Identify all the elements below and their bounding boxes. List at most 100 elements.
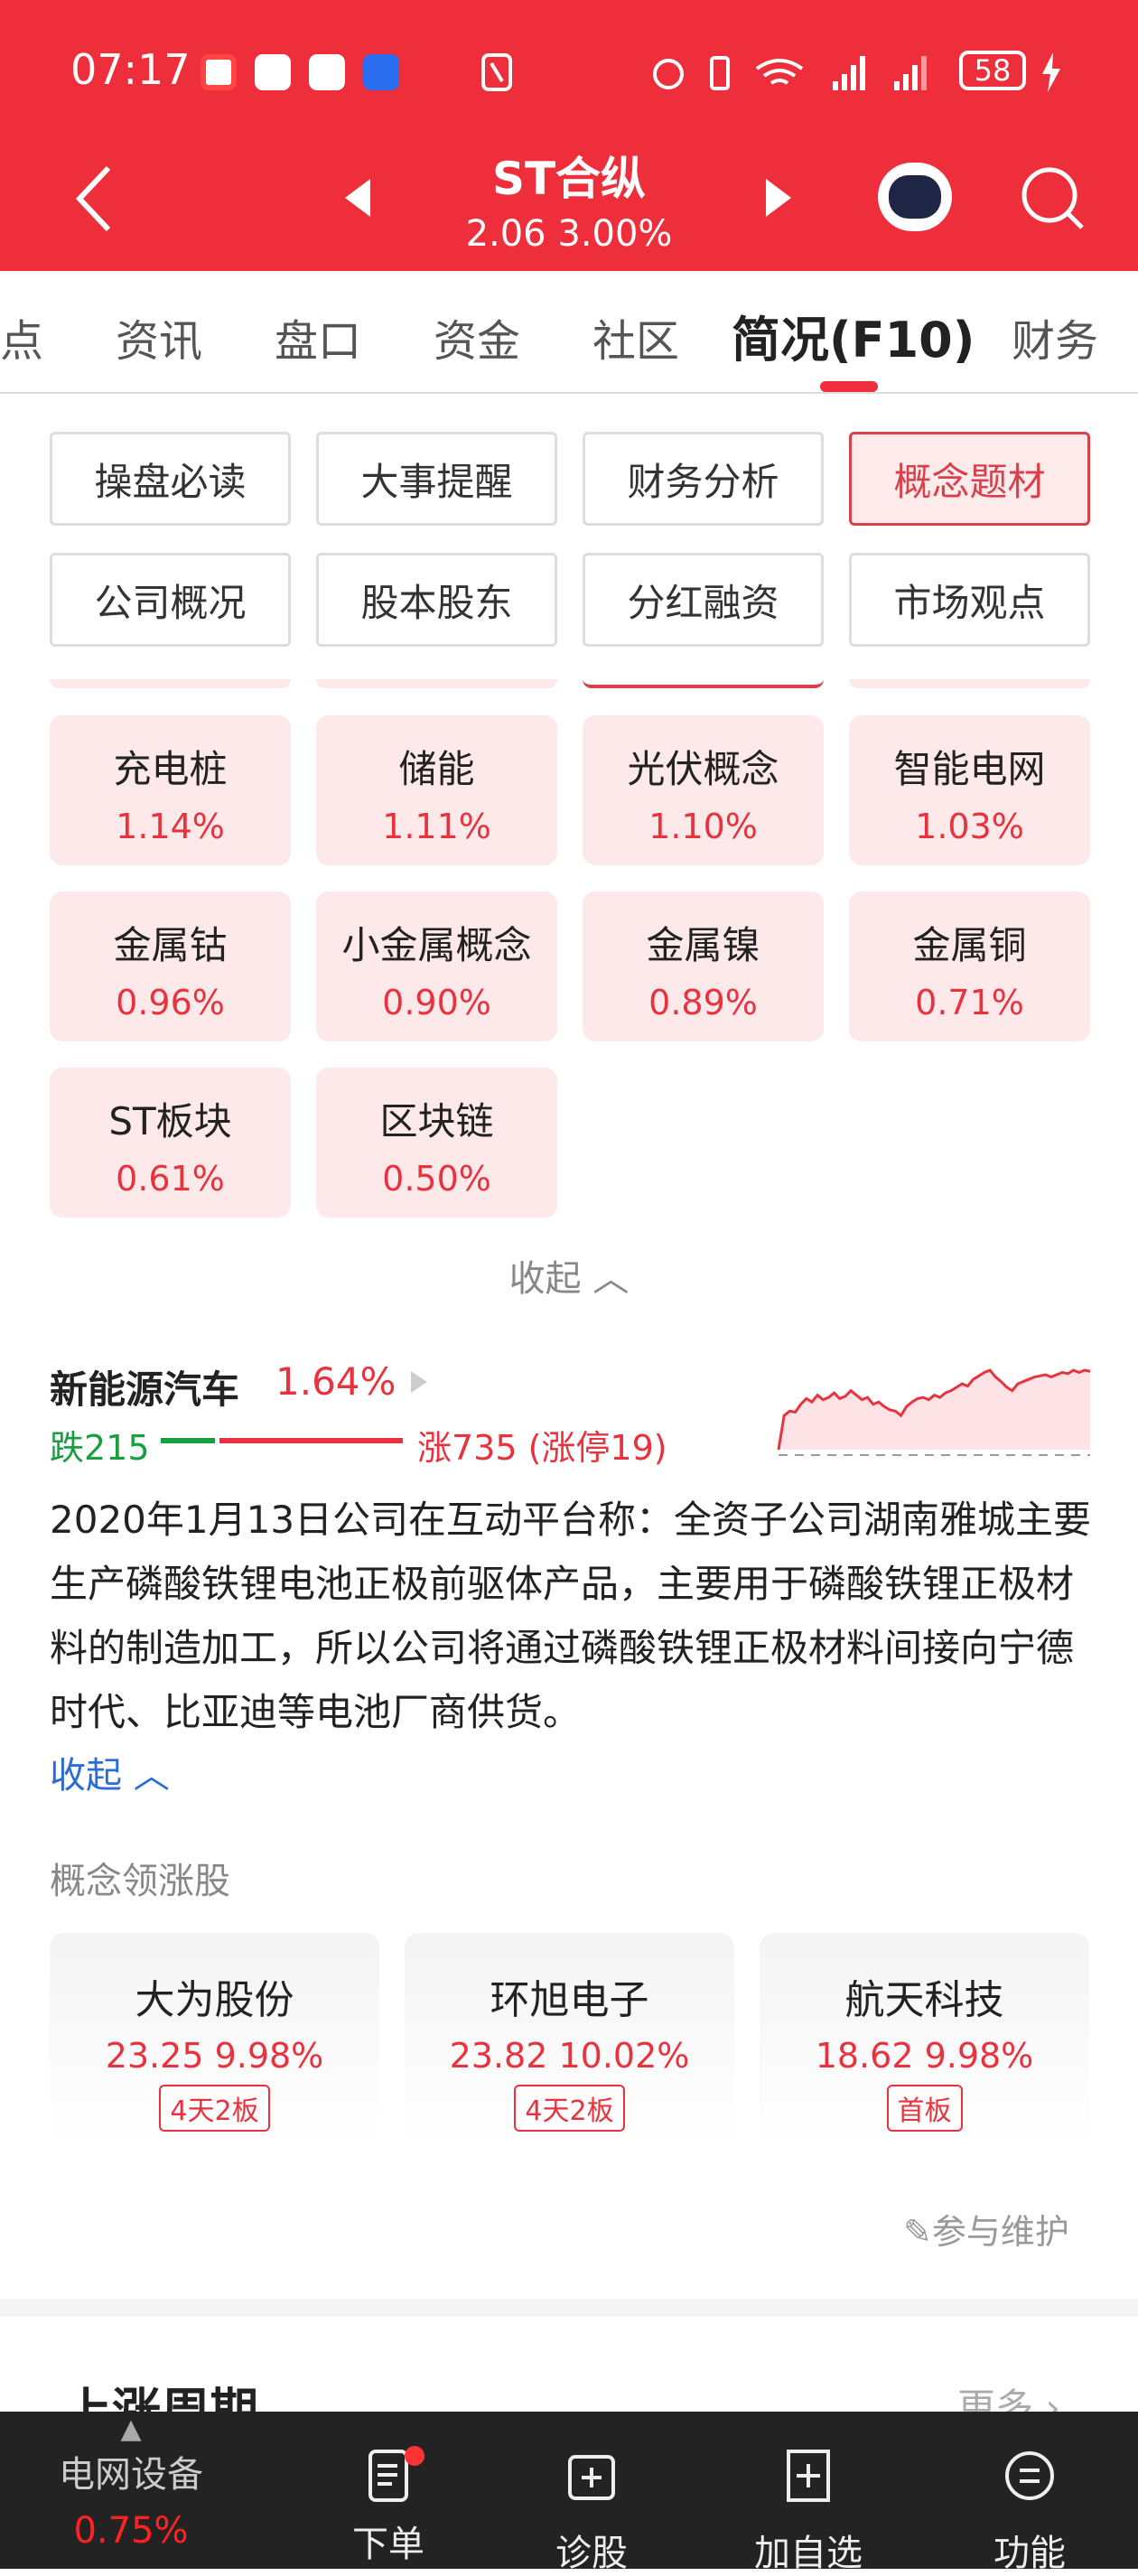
sub-tab-concepts[interactable]: 概念题材 [849, 432, 1090, 526]
signal-icon [833, 56, 927, 90]
order-label: 下单 [352, 2524, 424, 2565]
collapse-description-link[interactable]: 收起 ︿ [50, 1744, 170, 1808]
app-icon [363, 54, 399, 90]
stock-price: 2.06 [465, 213, 546, 255]
decline-bar [161, 1438, 215, 1443]
sub-tab-financial-analysis[interactable]: 财务分析 [583, 432, 824, 526]
stock-change: 3.00% [557, 213, 673, 255]
tab-finance[interactable]: 财务 [1012, 316, 1099, 367]
header-bar [0, 0, 1138, 271]
concept-tile[interactable]: 金属镍 0.89% [583, 891, 824, 1041]
chevron-up-icon: ︿ [133, 1755, 170, 1797]
chat-app-icon [255, 54, 291, 90]
search-button[interactable] [1019, 164, 1087, 237]
sub-tab-company-overview[interactable]: 公司概况 [50, 553, 291, 647]
concept-tile-name: 金属镍 [646, 923, 760, 967]
leader-name: 大为股份 [135, 1977, 294, 2023]
concept-tile-name: 金属钴 [113, 923, 228, 967]
tab-community[interactable]: 社区 [592, 316, 680, 367]
concept-tile-pct: 0.71% [915, 983, 1024, 1022]
battery-indicator: 58 [959, 51, 1026, 90]
back-arrow-icon [75, 165, 111, 232]
nfc-icon [481, 53, 512, 91]
clipped-tile [316, 679, 557, 688]
tab-orderbook[interactable]: 盘口 [275, 316, 362, 367]
clipped-tile [50, 679, 291, 688]
concept-pct: 1.64% [275, 1359, 396, 1404]
stock-quote: 2.06 3.00% [0, 213, 1138, 255]
section-divider [0, 2299, 1138, 2317]
maintain-link[interactable]: ✎参与维护 [903, 2204, 1069, 2254]
functions-button[interactable]: 功能 [966, 2446, 1093, 2576]
leader-quote: 18.62 9.98% [815, 2036, 1034, 2076]
alarm-vibrate-wifi-icons [653, 56, 804, 90]
back-button[interactable] [72, 163, 117, 235]
expand-up-icon: ▲ [120, 2413, 142, 2445]
news-app-icon [309, 54, 345, 90]
robot-icon [889, 175, 941, 219]
advance-bar [219, 1438, 403, 1443]
sector-name: 电网设备 [59, 2454, 203, 2496]
stock-title: ST合纵 [491, 153, 647, 205]
more-link[interactable]: 更多 › [957, 2377, 1060, 2412]
concept-tile-name: 充电桩 [113, 747, 228, 791]
advance-count: 涨735 (涨停19) [417, 1428, 667, 1468]
menu-circle-icon [1005, 2451, 1054, 2500]
concept-tile-pct: 0.96% [116, 983, 225, 1022]
charging-icon [1042, 52, 1060, 92]
concept-description-block: 2020年1月13日公司在互动平台称：全资子公司湖南雅城主要生产磷酸铁锂电池正极… [50, 1488, 1097, 1808]
order-button[interactable]: 下单 [325, 2446, 452, 2567]
medical-kit-icon [568, 2455, 615, 2500]
leader-badge: 4天2板 [159, 2085, 270, 2132]
collapse-concepts-button[interactable]: 收起 ︿ [0, 1249, 1138, 1302]
concept-sparkline [777, 1368, 1091, 1456]
plus-square-icon [787, 2450, 830, 2502]
sparkline-line [777, 1368, 1091, 1451]
play-arrow-icon[interactable] [411, 1371, 429, 1396]
concept-tile[interactable]: ST板块 0.61% [50, 1068, 291, 1218]
concept-tile-pct: 0.90% [382, 983, 491, 1022]
concept-tile-pct: 0.61% [116, 1159, 225, 1199]
robot-assistant-button[interactable] [878, 163, 952, 231]
diagnose-button[interactable]: 诊股 [528, 2446, 655, 2576]
active-tab-indicator [820, 381, 878, 392]
concept-tile-pct: 0.89% [648, 983, 758, 1022]
concept-name: 新能源汽车 [50, 1367, 240, 1412]
more-label: 更多 [957, 2385, 1034, 2412]
sub-tab-events[interactable]: 大事提醒 [316, 432, 557, 526]
tab-points[interactable]: 点 [0, 316, 44, 367]
sector-pct: 0.75% [73, 2510, 189, 2552]
concept-tile-pct: 1.10% [648, 807, 758, 846]
concept-tile-name: ST板块 [108, 1099, 232, 1143]
tab-f10[interactable]: 简况(F10) [732, 312, 975, 369]
add-watchlist-button[interactable]: 加自选 [741, 2446, 876, 2576]
tab-funds[interactable]: 资金 [434, 316, 521, 367]
sub-tab-must-read[interactable]: 操盘必读 [50, 432, 291, 526]
functions-label: 功能 [993, 2533, 1066, 2574]
concept-tile[interactable]: 金属钴 0.96% [50, 891, 291, 1041]
sector-quote-button[interactable]: ▲ 电网设备 0.75% [45, 2412, 217, 2552]
sub-tab-shareholders[interactable]: 股本股东 [316, 553, 557, 647]
leader-quote: 23.82 10.02% [449, 2036, 690, 2076]
next-stock-button[interactable] [766, 179, 793, 220]
collapse-label: 收起 [508, 1258, 582, 1300]
bottom-toolbar: ▲ 电网设备 0.75% 下单 诊股 加自选 功能 [0, 2412, 1138, 2574]
prev-stock-button[interactable] [345, 179, 372, 220]
sub-tab-market-views[interactable]: 市场观点 [849, 553, 1090, 647]
leader-badge: 4天2板 [514, 2085, 625, 2132]
leaders-title: 概念领涨股 [50, 1861, 230, 1902]
concept-tile-pct: 0.50% [382, 1159, 491, 1199]
tab-news[interactable]: 资讯 [116, 316, 203, 367]
sub-tab-dividends[interactable]: 分红融资 [583, 553, 824, 647]
tab-bar: 点 资讯 盘口 资金 社区 简况(F10) 财务 [0, 271, 1138, 394]
